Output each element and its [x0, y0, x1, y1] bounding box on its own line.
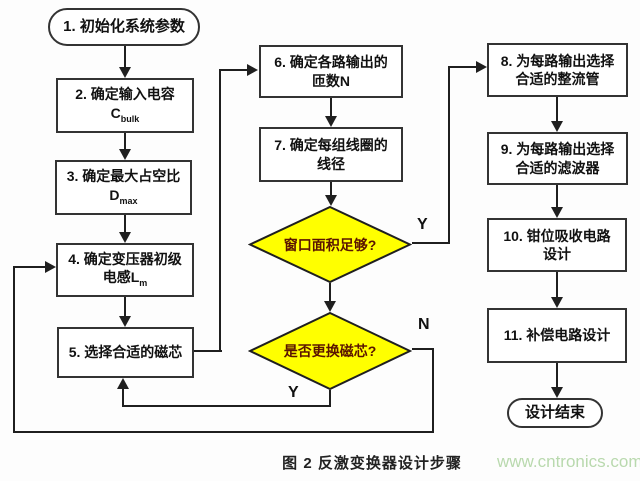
- arrowhead-start-step2: [119, 67, 131, 78]
- step-6-box: 6. 确定各路输出的 匝数N: [259, 45, 403, 98]
- step-5-box: 5. 选择合适的磁芯: [57, 327, 194, 378]
- step-4-line1: 4. 确定变压器初级: [68, 250, 182, 267]
- edge-decision2-no-v1: [432, 348, 434, 433]
- step-9-box: 9. 为每路输出选择 合适的滤波器: [487, 132, 628, 185]
- edge-decision2-no-h1: [412, 348, 434, 350]
- step-9-line2: 合适的滤波器: [515, 159, 600, 176]
- decision-window-area-label: 窗口面积足够?: [283, 236, 377, 253]
- step-8-line2: 合适的整流管: [515, 71, 600, 87]
- edge-step4-step5: [124, 297, 126, 317]
- start-node: 1. 初始化系统参数: [48, 8, 200, 46]
- arrowhead-decision1-step8: [476, 61, 487, 73]
- edge-step9-step10: [556, 185, 558, 208]
- step-2-symbol-sub: bulk: [120, 113, 140, 124]
- edge-step8-step9: [556, 97, 558, 122]
- step-11-box: 11. 补偿电路设计: [487, 308, 627, 363]
- step-2-symbol-base: C: [110, 104, 121, 121]
- start-node-label: 1. 初始化系统参数: [63, 18, 185, 36]
- arrowhead-decision2-step5: [117, 378, 129, 389]
- step-2-box: 2. 确定输入电容 Cbulk: [56, 78, 194, 133]
- step-4-symbol-base: L: [130, 269, 140, 286]
- edge-decision2-no-h3: [13, 266, 46, 268]
- edge-decision2-no-h2: [13, 431, 434, 433]
- edge-start-step2: [124, 46, 126, 68]
- edge-decision2-yes-v2: [122, 388, 124, 406]
- step-9-line1: 9. 为每路输出选择: [500, 141, 615, 158]
- arrowhead-decision2-step4: [45, 261, 56, 273]
- decision-change-core-label: 是否更换磁芯?: [283, 343, 377, 359]
- step-2-symbol: Cbulk: [111, 104, 140, 126]
- decision-window-area-shape: [248, 206, 412, 283]
- arrowhead-step5-step6: [247, 64, 258, 76]
- decision-change-core-shape: [248, 312, 412, 390]
- decision-change-core: 是否更换磁芯?: [248, 312, 412, 390]
- edge-step5-step6-v: [219, 69, 221, 352]
- step-4-line2: 电感Lm: [103, 268, 148, 290]
- step-6-line1: 6. 确定各路输出的: [274, 54, 388, 71]
- edge-step11-end: [556, 363, 558, 388]
- step-2-line1: 2. 确定输入电容: [75, 86, 175, 103]
- end-node: 设计结束: [507, 398, 603, 428]
- edge-step6-step7: [330, 98, 332, 117]
- decision-window-area: 窗口面积足够?: [248, 206, 412, 283]
- step-10-box: 10. 钳位吸收电路 设计: [487, 218, 627, 272]
- step-8-box: 8. 为每路输出选择 合适的整流管: [487, 43, 628, 97]
- watermark-text: www.cntronics.com: [497, 452, 640, 471]
- arrowhead-step10-step11: [551, 297, 563, 308]
- label-yes-decision2: Y: [288, 384, 299, 401]
- edge-decision2-no-v2: [13, 266, 15, 433]
- step-6-line2: 匝数N: [311, 72, 351, 89]
- step-7-line2: 线径: [317, 155, 345, 172]
- arrowhead-step9-step10: [551, 207, 563, 218]
- step-5-label: 5. 选择合适的磁芯: [68, 344, 183, 361]
- step-3-symbol: Dmax: [109, 186, 137, 208]
- edge-decision1-yes-h1: [412, 242, 450, 244]
- edge-step5-step6-h2: [219, 69, 248, 71]
- step-3-line1: 3. 确定最大占空比: [66, 168, 181, 185]
- end-node-label: 设计结束: [524, 404, 585, 422]
- arrowhead-step11-end: [551, 387, 563, 398]
- edge-step3-step4: [124, 215, 126, 233]
- arrowhead-step3-step4: [119, 232, 131, 243]
- arrowhead-step6-step7: [325, 116, 337, 127]
- edge-decision1-decision2: [329, 283, 331, 302]
- edge-step5-step6-h1: [194, 350, 222, 352]
- step-3-symbol-sub: max: [119, 195, 138, 206]
- step-8-line1: 8. 为每路输出选择: [500, 52, 615, 69]
- step-11-label: 11. 补偿电路设计: [503, 327, 611, 344]
- edge-step10-step11: [556, 272, 558, 298]
- figure-caption: 图 2 反激变换器设计步骤: [282, 455, 462, 472]
- edge-decision1-yes-h2: [448, 66, 477, 68]
- edge-decision2-yes-v1: [329, 390, 331, 407]
- edge-step2-step3: [124, 133, 126, 150]
- step-3-box: 3. 确定最大占空比 Dmax: [55, 160, 192, 215]
- arrowhead-step8-step9: [551, 121, 563, 132]
- edge-step7-decision1: [330, 182, 332, 196]
- step-7-box: 7. 确定每组线圈的 线径: [259, 127, 403, 182]
- arrowhead-step2-step3: [119, 149, 131, 160]
- edge-decision2-yes-h: [122, 405, 331, 407]
- step-4-symbol-sub: m: [139, 278, 148, 289]
- step-10-line1: 10. 钳位吸收电路: [503, 227, 611, 244]
- arrowhead-step4-step5: [119, 316, 131, 327]
- step-7-line1: 7. 确定每组线圈的: [274, 137, 388, 154]
- label-yes-decision1: Y: [417, 216, 428, 233]
- arrowhead-decision1-decision2: [324, 301, 336, 312]
- step-4-line2-text: 电感: [102, 269, 131, 286]
- step-3-symbol-base: D: [109, 186, 120, 203]
- arrowhead-step7-decision1: [325, 195, 337, 206]
- label-no-decision2: N: [418, 316, 430, 333]
- edge-decision1-yes-v: [448, 66, 450, 244]
- step-10-line2: 设计: [543, 246, 571, 262]
- step-4-box: 4. 确定变压器初级 电感Lm: [56, 243, 194, 297]
